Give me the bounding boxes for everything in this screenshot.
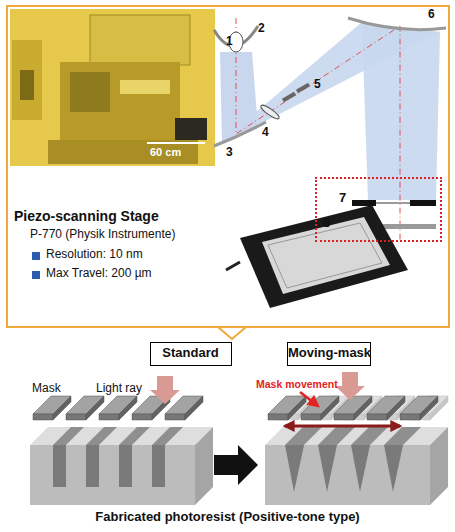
equipment-photo: [10, 9, 215, 166]
callout-frame: Piezo-scanning StageP-770 (Physik Instru…: [6, 5, 450, 328]
resist-trench: [53, 427, 84, 487]
process-box: Standard: [150, 342, 232, 366]
process-box: Moving-mask: [287, 342, 371, 366]
resist-trench: [152, 427, 183, 487]
photo-detail: [12, 40, 42, 120]
light-arrow: [335, 372, 365, 400]
mask-bar: [165, 396, 203, 420]
moving-mask-illustration: [265, 396, 448, 505]
shutter-symbol: [296, 83, 310, 93]
stage-title: Piezo-scanning Stage: [14, 208, 159, 224]
lens-symbol: [259, 103, 280, 121]
highlight-box: 78: [315, 177, 442, 242]
mask-bar: [33, 396, 71, 420]
spec-text: Resolution: 10 nm: [46, 248, 143, 262]
shutter-symbol: [282, 92, 296, 102]
callout-number: 5: [314, 78, 321, 92]
mask-chrome: [410, 200, 436, 206]
mask-chrome: [352, 200, 376, 206]
process-arrow: [214, 445, 258, 485]
process-title: Moving-mask: [288, 346, 369, 361]
mask-bar: [334, 396, 372, 420]
resist-trench: [119, 427, 150, 487]
figure-caption: Fabricated photoresist (Positive-tone ty…: [0, 510, 455, 525]
stage-frame: [240, 205, 408, 308]
mask-bar: [400, 396, 438, 420]
mask-bar: [99, 396, 137, 420]
photo-detail: [120, 80, 170, 94]
scale-bar: [147, 142, 205, 144]
optical-axis: [236, 18, 400, 240]
resist-side: [430, 427, 448, 505]
callout-number: 2: [258, 22, 265, 36]
callout-tail: [218, 327, 246, 339]
resist-vgroove: [384, 427, 421, 492]
callout-number: 6: [428, 8, 435, 22]
movement-pointer: [300, 392, 318, 406]
standard-illustration: [30, 376, 213, 505]
process-title: Standard: [151, 346, 230, 361]
bullet-square: [32, 271, 40, 279]
light-arrow: [150, 376, 180, 404]
mask-bar: [301, 396, 339, 420]
stage-photo: [226, 205, 408, 308]
resist-vgroove: [285, 427, 322, 492]
stage-aperture: [262, 217, 390, 294]
callout-number: 7: [339, 191, 346, 206]
optical-diagram: [214, 18, 446, 240]
photo-background: [10, 9, 215, 166]
resist-vgroove: [318, 427, 355, 492]
photo-detail: [70, 72, 110, 112]
mask-bar: [268, 396, 306, 420]
mask-bar: [66, 396, 104, 420]
mirror-symbol: [214, 122, 266, 146]
resist-trench: [86, 427, 117, 487]
bullet-square: [32, 252, 40, 260]
movement-label: Mask movement: [256, 378, 338, 390]
spec-text: Max Travel: 200 µm: [46, 267, 152, 281]
scale-label: 60 cm: [150, 146, 181, 159]
stage-cable: [226, 262, 240, 270]
light-beam: [362, 26, 440, 200]
photo-detail: [90, 15, 190, 65]
photo-detail: [60, 62, 180, 140]
mask-bar: [367, 396, 405, 420]
movement-arrow: [285, 425, 400, 428]
resist-vgroove: [351, 427, 388, 492]
part-label: Light ray: [96, 382, 142, 396]
callout-number: 4: [262, 126, 269, 140]
photo-detail: [20, 70, 34, 100]
callout-number: 3: [226, 146, 233, 160]
stage-aperture: [268, 223, 382, 288]
resist-side: [195, 427, 213, 505]
stage-model: P-770 (Physik Instrumente): [30, 228, 175, 242]
callout-number: 1: [226, 35, 233, 49]
photo-detail: [175, 118, 207, 140]
part-label: Mask: [32, 382, 61, 396]
callout-number: 8: [323, 216, 330, 231]
